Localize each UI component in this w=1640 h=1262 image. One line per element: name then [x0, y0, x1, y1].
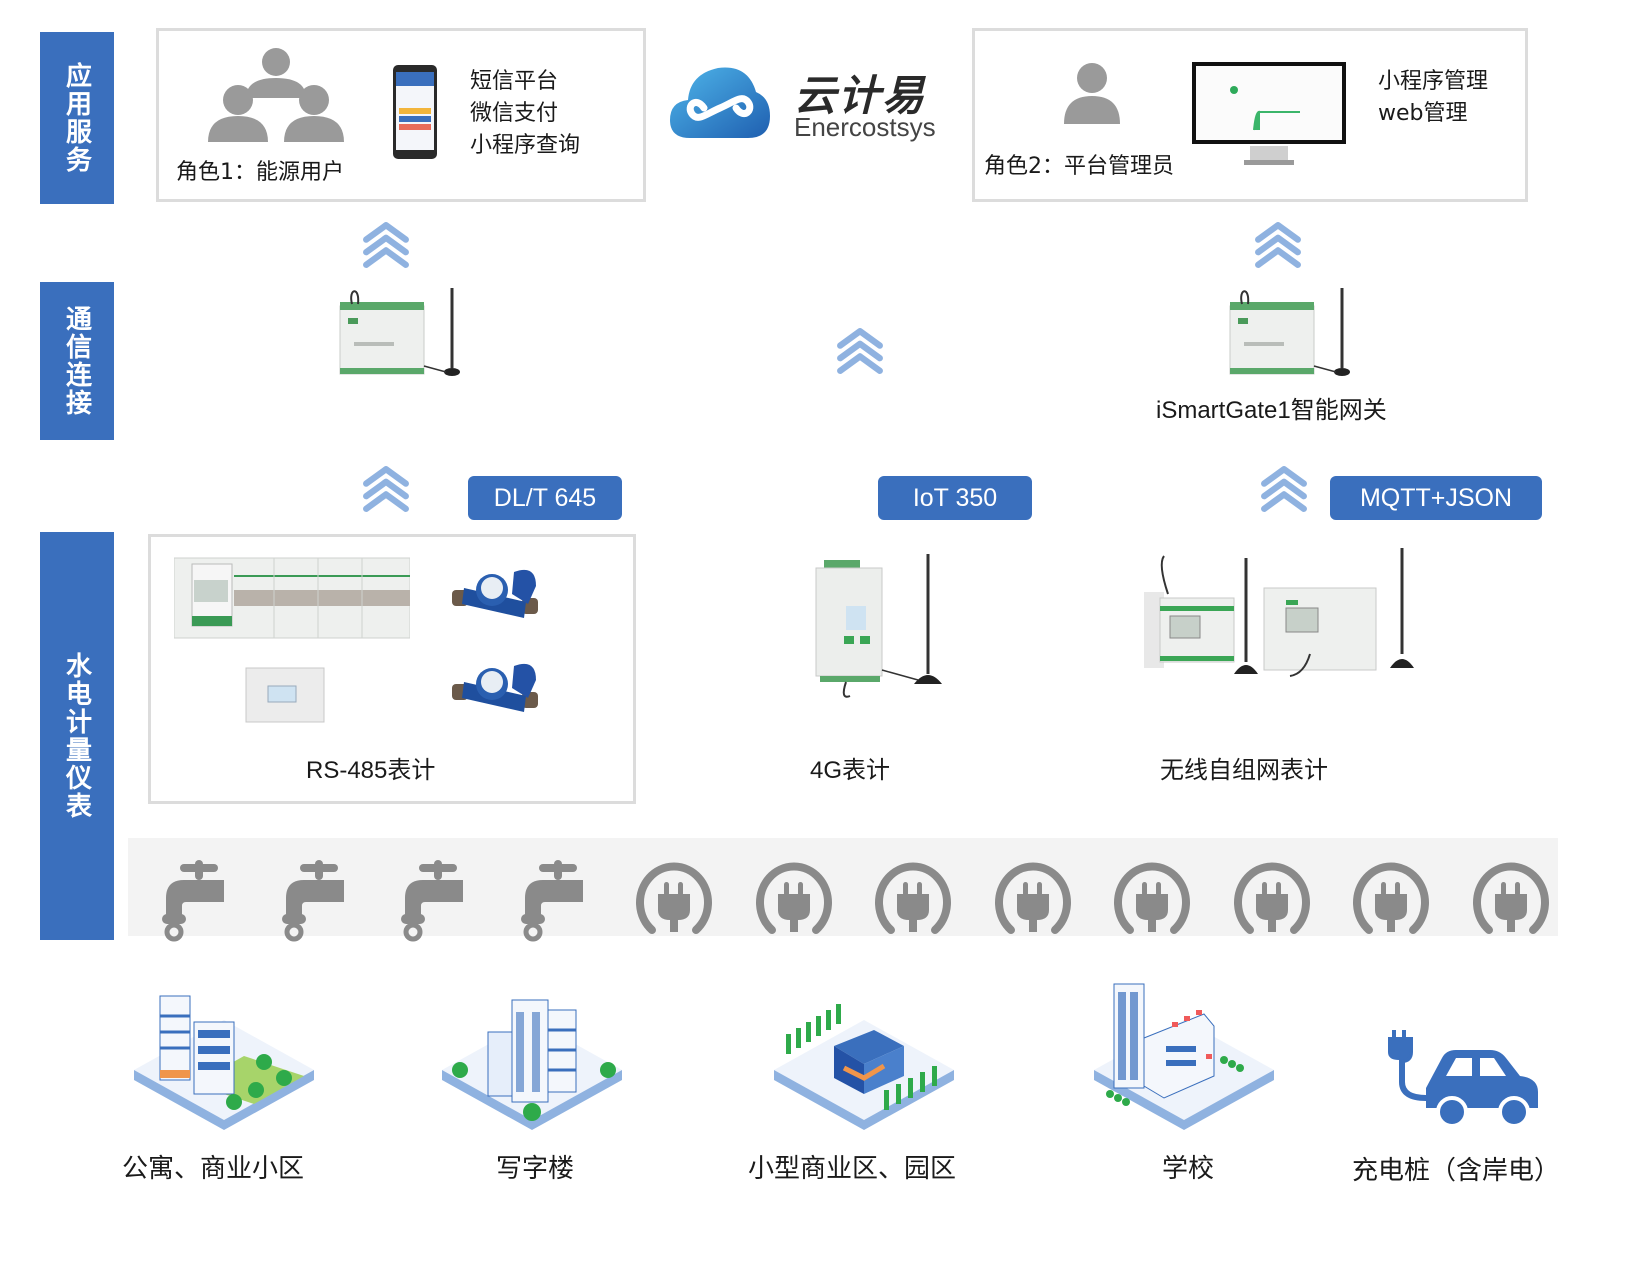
faucet-icon [274, 858, 358, 942]
protocol-badge-mqtt-json: MQTT+JSON [1330, 476, 1542, 520]
faucet-icon [154, 858, 238, 942]
plug-icon [632, 858, 716, 942]
up-chevrons-icon [1250, 218, 1306, 272]
scenario-label: 小型商业区、园区 [748, 1154, 957, 1184]
4g-meter-device-icon [815, 554, 942, 698]
monitor-dashboard-icon [1192, 62, 1346, 165]
phone-icon [393, 65, 437, 159]
ev-charging-car-icon [1388, 1030, 1538, 1128]
school-scene-icon [1094, 983, 1274, 1130]
gateway-device-icon [1228, 286, 1352, 378]
service-item: 微信支付 [470, 101, 559, 126]
faucet-icon [513, 858, 597, 942]
scenario-label: 写字楼 [496, 1154, 575, 1184]
admin-user-icon [1064, 63, 1120, 124]
plug-icon [991, 858, 1075, 942]
meter-point-strip [128, 838, 1558, 936]
multi-channel-meter-icon [174, 557, 410, 639]
plug-icon [752, 858, 836, 942]
up-chevrons-icon [1256, 462, 1312, 516]
protocol-badge-dlt645: DL/T 645 [468, 476, 622, 520]
up-chevrons-icon [358, 462, 414, 516]
protocol-badge-iot350: IoT 350 [878, 476, 1032, 520]
scenario-label: 学校 [1162, 1154, 1215, 1184]
office-building-scene-icon [442, 999, 622, 1130]
plug-icon [1110, 858, 1194, 942]
up-chevrons-icon [832, 324, 888, 378]
role1-services: 短信平台 微信支付 小程序查询 [470, 66, 580, 162]
single-meter-icon [245, 667, 325, 723]
role2-label: 角色2：平台管理员 [984, 154, 1174, 179]
user-group-icon [208, 48, 344, 142]
business-park-scene-icon [774, 1004, 954, 1130]
faucet-icon [393, 858, 477, 942]
layer-label-metering: 水电计量仪表 [40, 532, 114, 940]
4g-meter-label: 4G表计 [810, 757, 891, 784]
logo-name-cn: 云计易 [794, 71, 927, 120]
wireless-meter-devices-icon [1144, 548, 1414, 677]
water-meter-icon [452, 569, 538, 618]
service-item: web管理 [1378, 101, 1468, 126]
layer-label-communication: 通信连接 [40, 282, 114, 440]
water-meter-icon [452, 663, 538, 712]
plug-icon [1230, 858, 1314, 942]
layer-label-application: 应用服务 [40, 32, 114, 204]
logo-name-en: Enercostsys [794, 112, 936, 142]
cloud-logo-icon [670, 67, 770, 138]
apartment-scene-icon [134, 995, 314, 1130]
up-chevrons-icon [358, 218, 414, 272]
service-item: 小程序查询 [470, 133, 581, 158]
gateway-device-icon [338, 286, 462, 378]
gateway-label: iSmartGate1智能网关 [1156, 397, 1387, 424]
scenario-label: 充电桩（含岸电） [1352, 1156, 1561, 1186]
plug-icon [1469, 858, 1553, 942]
plug-icon [1349, 858, 1433, 942]
scenario-label: 公寓、商业小区 [122, 1154, 305, 1184]
wireless-meter-label: 无线自组网表计 [1160, 756, 1328, 784]
service-item: 短信平台 [470, 69, 559, 94]
service-item: 小程序管理 [1378, 69, 1489, 94]
plug-icon [871, 858, 955, 942]
rs485-label: RS-485表计 [306, 757, 436, 784]
role1-label: 角色1：能源用户 [176, 160, 344, 185]
role2-services: 小程序管理 web管理 [1378, 66, 1488, 130]
